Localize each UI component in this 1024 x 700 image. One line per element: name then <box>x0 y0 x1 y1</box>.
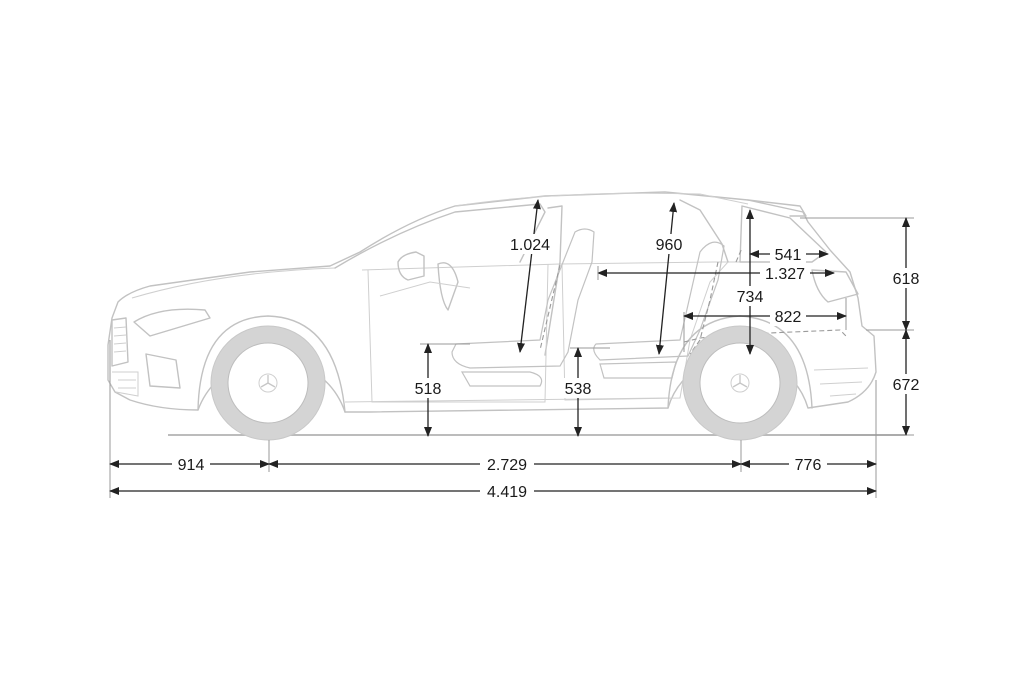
rear-wheel <box>682 325 798 441</box>
side-sill <box>344 397 669 403</box>
front-bumper <box>112 371 139 397</box>
front-wheel-arch <box>197 315 346 413</box>
belt-line <box>361 261 808 271</box>
load-length-upper-label: 541 <box>775 247 802 264</box>
front-hub <box>258 373 278 393</box>
rear-seat <box>593 241 725 361</box>
side-mirror <box>397 251 425 281</box>
rear-bumper <box>813 367 869 397</box>
vehicle-outline <box>107 191 905 436</box>
three-pointed-star-icon <box>732 375 748 388</box>
rear-hub <box>730 373 750 393</box>
front-headroom-label: 1.024 <box>510 237 550 254</box>
roof-spoiler <box>747 199 807 217</box>
front-headroom-line <box>517 199 541 353</box>
three-pointed-star-icon <box>260 375 276 388</box>
rear-seat-cushion <box>599 361 677 379</box>
rear-sill-height-label: 672 <box>893 377 920 394</box>
headlight <box>133 308 211 337</box>
grille-slats <box>113 326 127 353</box>
hood-line <box>131 267 336 299</box>
rear-seat-height-label: 538 <box>565 381 592 398</box>
roof-rail <box>454 192 749 207</box>
front-seat-height-label: 518 <box>415 381 442 398</box>
front-seat-cushion <box>460 371 543 387</box>
rear-headroom-line <box>655 202 678 355</box>
load-length-floor-label: 822 <box>775 309 802 326</box>
dashboard <box>379 281 471 297</box>
load-compartment-outline <box>539 247 849 355</box>
load-length-seats-folded-label: 1.327 <box>765 266 805 283</box>
front-air-intake <box>145 353 181 389</box>
steering-wheel <box>437 262 459 311</box>
rear-upper-height-label: 618 <box>893 271 920 288</box>
front-door <box>367 263 549 403</box>
dimension-labels: 914 2.729 776 4.419 618 672 518 538 1.02… <box>172 234 923 501</box>
front-grille <box>111 317 129 367</box>
overall-length-label: 4.419 <box>487 484 527 501</box>
rear-overhang-label: 776 <box>795 457 822 474</box>
b-pillar <box>544 205 563 356</box>
c-pillar <box>679 199 729 263</box>
loading-height-label: 734 <box>737 289 764 306</box>
front-seat <box>451 228 595 369</box>
wheelbase-label: 2.729 <box>487 457 527 474</box>
rear-headroom-label: 960 <box>656 237 683 254</box>
front-wheel <box>210 325 326 441</box>
front-overhang-label: 914 <box>178 457 205 474</box>
windshield-frame <box>334 203 546 269</box>
